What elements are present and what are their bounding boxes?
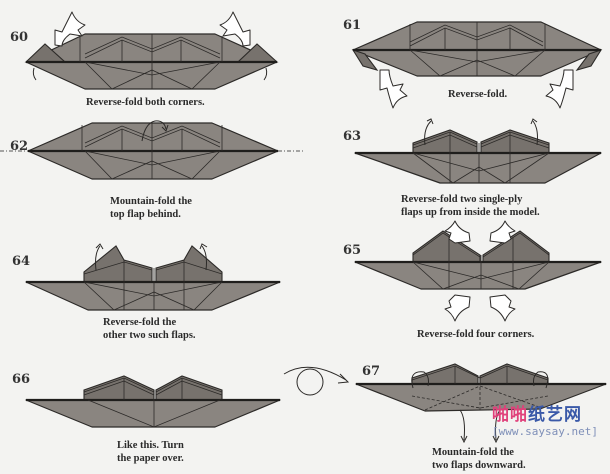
step-number: 60 xyxy=(10,30,29,45)
step-number: 62 xyxy=(10,139,29,154)
step-61: 61 Reverse-fold. xyxy=(305,0,610,115)
step-62-diagram xyxy=(0,120,305,180)
reverse-fold-arrow-icon xyxy=(219,11,251,47)
step-caption: Like this. Turn the paper over. xyxy=(117,440,184,464)
step-65-diagram xyxy=(354,220,602,322)
step-number: 64 xyxy=(12,254,31,269)
step-caption: Mountain-fold the two flaps downward. xyxy=(432,447,526,471)
reverse-fold-arrow-icon xyxy=(545,69,574,109)
watermark-title: 啪啪纸艺网 xyxy=(492,405,582,425)
step-caption: Reverse-fold four corners. xyxy=(417,329,535,340)
step-number: 67 xyxy=(362,364,381,379)
watermark: 啪啪纸艺网 [www.saysay.net] xyxy=(492,400,610,438)
down-arrow-icon xyxy=(459,409,465,441)
step-63-diagram xyxy=(354,118,602,184)
step-number: 63 xyxy=(343,129,362,144)
step-64: 64 Reverse-fold the other two such flaps… xyxy=(0,230,305,350)
watermark-url: [www.saysay.net] xyxy=(492,425,598,438)
mountain-fold-arrow-icon xyxy=(411,371,429,389)
curved-arrow-icon xyxy=(424,120,432,146)
step-caption: Reverse-fold both corners. xyxy=(86,97,205,108)
step-64-diagram xyxy=(25,243,281,311)
step-67: 67 Mountain-fold the two flaps downward. xyxy=(280,350,610,474)
reverse-fold-arrow-icon xyxy=(444,220,471,244)
reverse-fold-arrow-icon xyxy=(489,220,516,244)
step-61-diagram xyxy=(351,21,603,109)
curved-arrow-icon xyxy=(532,120,538,146)
mountain-fold-arrow-icon xyxy=(533,371,549,389)
reverse-fold-arrow-icon xyxy=(444,294,471,322)
reverse-fold-arrow-icon xyxy=(379,69,408,109)
step-caption: Mountain-fold the top flap behind. xyxy=(110,196,192,220)
step-number: 66 xyxy=(12,372,31,387)
step-number: 65 xyxy=(343,243,362,258)
step-60: 60 Reverse-fold both corners. xyxy=(0,0,305,115)
curved-arrow-icon xyxy=(201,245,207,271)
step-caption: Reverse-fold. xyxy=(448,89,508,100)
step-62: 62 Mountain-fold the top flap behind. xyxy=(0,115,305,230)
step-63: 63 Reverse-fold two single-ply flaps up … xyxy=(305,115,610,230)
curved-arrow-icon xyxy=(95,245,101,271)
curved-arrow-icon xyxy=(32,67,37,81)
curved-arrow-icon xyxy=(263,67,268,81)
step-number: 61 xyxy=(343,18,362,33)
turn-over-icon xyxy=(283,366,350,396)
step-60-diagram xyxy=(24,11,279,90)
step-66-diagram xyxy=(25,375,281,428)
step-65: 65 Reverse-fold four corners. xyxy=(305,215,610,350)
mountain-fold-arrow-icon xyxy=(141,120,167,142)
step-67-diagram xyxy=(283,363,607,444)
step-caption: Reverse-fold the other two such flaps. xyxy=(103,317,196,341)
down-arrow-icon xyxy=(495,409,501,441)
step-66: 66 Like this. Turn the paper over. xyxy=(0,350,281,474)
reverse-fold-arrow-icon xyxy=(489,294,516,322)
step-caption: Reverse-fold two single-ply flaps up fro… xyxy=(401,194,540,218)
reverse-fold-arrow-icon xyxy=(54,11,86,47)
